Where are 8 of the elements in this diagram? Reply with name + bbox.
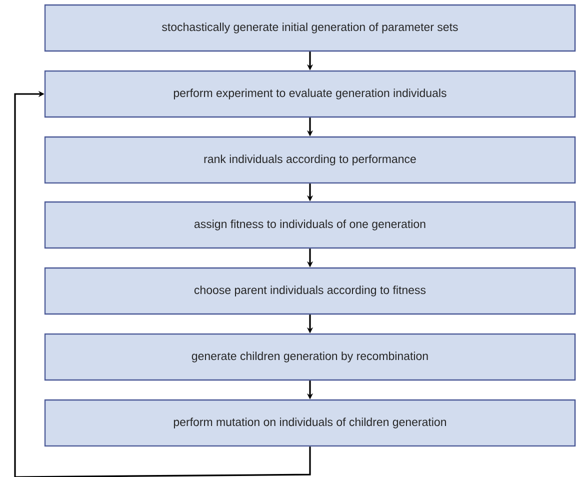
process-box: choose parent individuals according to fitness (44, 267, 576, 315)
arrow (14, 90, 311, 477)
process-box: stochastically generate initial generation of parameter sets (44, 4, 576, 52)
process-box: rank individuals according to performance (44, 136, 576, 184)
process-box: generate children generation by recombination (44, 333, 576, 381)
process-box: perform experiment to evaluate generation individuals (44, 70, 576, 118)
process-box: perform mutation on individuals of children generation (44, 399, 576, 447)
process-box: assign fitness to individuals of one generation (44, 201, 576, 249)
